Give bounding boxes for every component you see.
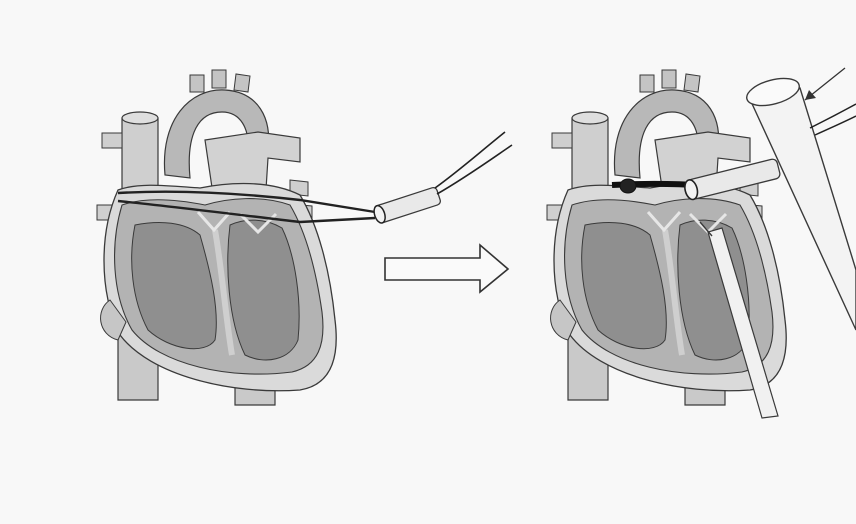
- tape-end-2: [437, 145, 512, 194]
- heart-before-panel: [97, 70, 512, 405]
- tape-knot: [620, 179, 636, 193]
- direction-arrow-head: [805, 90, 816, 100]
- heart-before-illustration: [97, 70, 336, 405]
- wire-1: [810, 104, 856, 128]
- snare-tube: [372, 187, 441, 225]
- tape-end-1: [435, 132, 505, 188]
- wire-2: [815, 116, 856, 135]
- transition-arrow: [385, 245, 508, 292]
- heart-after-panel: [547, 68, 856, 418]
